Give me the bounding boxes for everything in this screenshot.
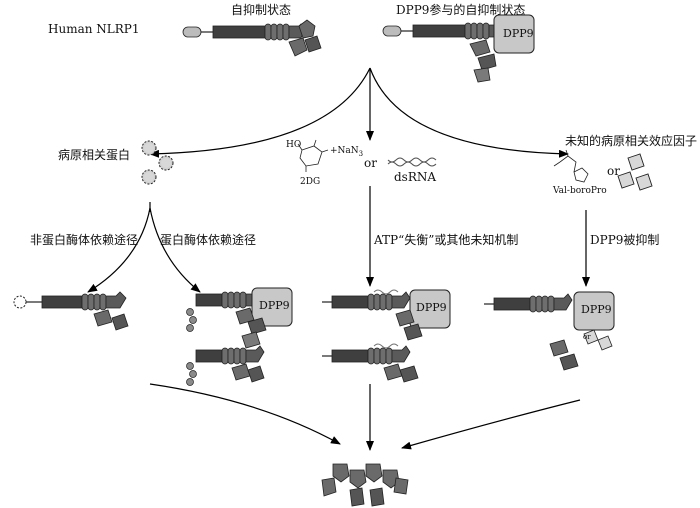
dsrna-label: dsRNA [394, 170, 437, 184]
diagram-title: Human NLRP1 [48, 22, 140, 36]
2dg-label: 2DG [300, 177, 321, 187]
nlrp1-autoinhibited [183, 20, 322, 57]
inhibitor-bound [583, 329, 613, 351]
dpp9-label-top: DPP9 [503, 27, 534, 40]
left-branch-arrows [87, 202, 201, 293]
pathogen-protein-label: 病原相关蛋白 [58, 148, 131, 162]
branch-arrows [149, 67, 569, 158]
dpp9-autoinhibited-label: DPP9参与的自抑制状态 [396, 3, 526, 17]
nlrp1-proteasome [186, 345, 265, 386]
dpp9-label-atp: DPP9 [416, 301, 447, 314]
dpp9-label-inhibited: DPP9 [581, 303, 612, 316]
pathogen-proteins-icon [141, 140, 174, 185]
unknown-effector-label: 未知的病原相关效应因子 [565, 134, 698, 148]
atp-imbalance-label: ATP“失衡”或其他未知机制 [374, 233, 519, 247]
nlrp1-proteasome-dpp9 [186, 287, 293, 349]
2dg-structure-icon [297, 139, 329, 172]
or-label-middle: or [364, 156, 377, 170]
dpp9-label-proteasome: DPP9 [259, 299, 290, 312]
val-boropro-label: Val-boroPro [553, 186, 607, 196]
oh-label: HO [286, 140, 302, 150]
inflammasome-oligomer [321, 463, 409, 507]
dsrna-icon [387, 157, 437, 167]
nlrp1-non-proteasome [13, 291, 129, 331]
autoinhibited-state-label: 自抑制状态 [231, 3, 292, 17]
unknown-effector-icon [617, 153, 653, 191]
nlrp1-atp-dpp9 [322, 289, 451, 341]
proteasome-label: 蛋白酶体依赖途径 [160, 233, 257, 247]
convergence-arrows [149, 383, 581, 451]
nlrp1-atp [322, 343, 419, 383]
or-label-right: or [607, 164, 620, 178]
non-proteasome-label: 非蛋白酶体依赖途径 [30, 233, 139, 247]
nlrp1-dpp9-inhibited [484, 291, 615, 371]
or-label-small: or [583, 333, 591, 341]
dpp9-cterm [469, 39, 497, 83]
val-boropro-icon [553, 149, 589, 183]
nlrp1-dpp9-autoinhibited [383, 14, 535, 83]
nan3-label: +NaN3 [330, 146, 364, 158]
dpp9-inhibited-label: DPP9被抑制 [590, 233, 660, 247]
